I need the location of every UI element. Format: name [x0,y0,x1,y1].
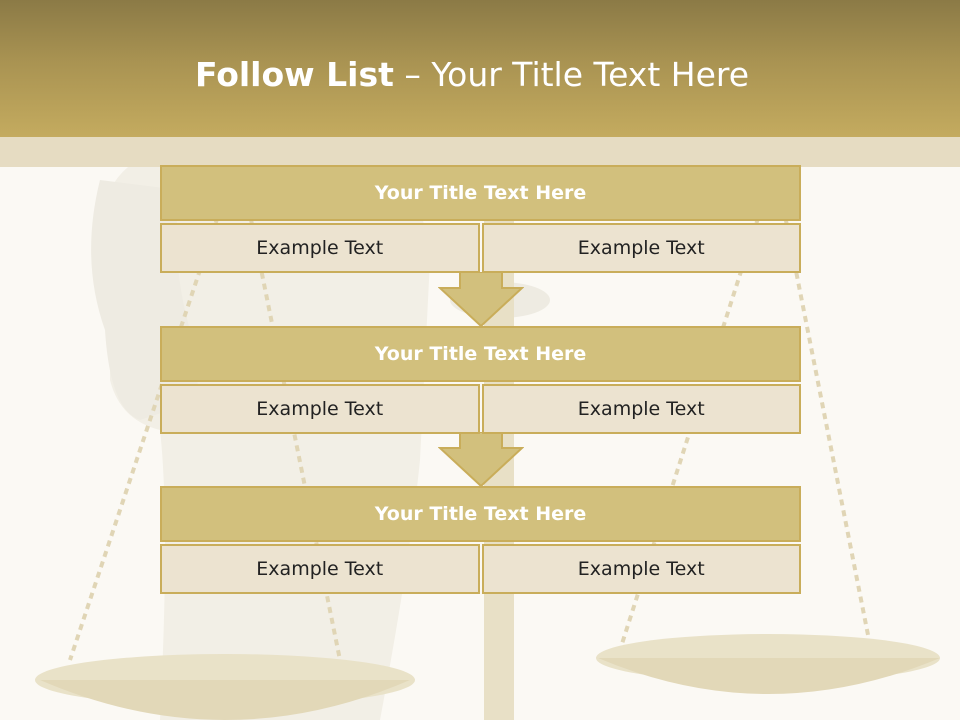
block-row: Example Text Example Text [160,544,801,594]
header-band [0,0,960,137]
block-cell-left: Example Text [160,223,480,273]
list-block-2: Your Title Text Here Example Text Exampl… [160,326,801,434]
block-cell-right: Example Text [481,223,801,273]
block-cell-right: Example Text [481,544,801,594]
block-cell-left: Example Text [160,384,480,434]
block-row: Example Text Example Text [160,223,801,273]
slide-title: Follow List – Your Title Text Here [0,55,944,94]
block-title: Your Title Text Here [160,326,801,382]
list-block-1: Your Title Text Here Example Text Exampl… [160,165,801,273]
header-strip [0,137,960,167]
down-arrow-icon [438,432,524,488]
block-title: Your Title Text Here [160,486,801,542]
block-row: Example Text Example Text [160,384,801,434]
block-title: Your Title Text Here [160,165,801,221]
slide-title-rest: – Your Title Text Here [393,55,750,94]
down-arrow-icon [438,272,524,328]
slide-title-bold: Follow List [194,55,394,94]
block-cell-left: Example Text [160,544,480,594]
block-cell-right: Example Text [481,384,801,434]
list-block-3: Your Title Text Here Example Text Exampl… [160,486,801,594]
